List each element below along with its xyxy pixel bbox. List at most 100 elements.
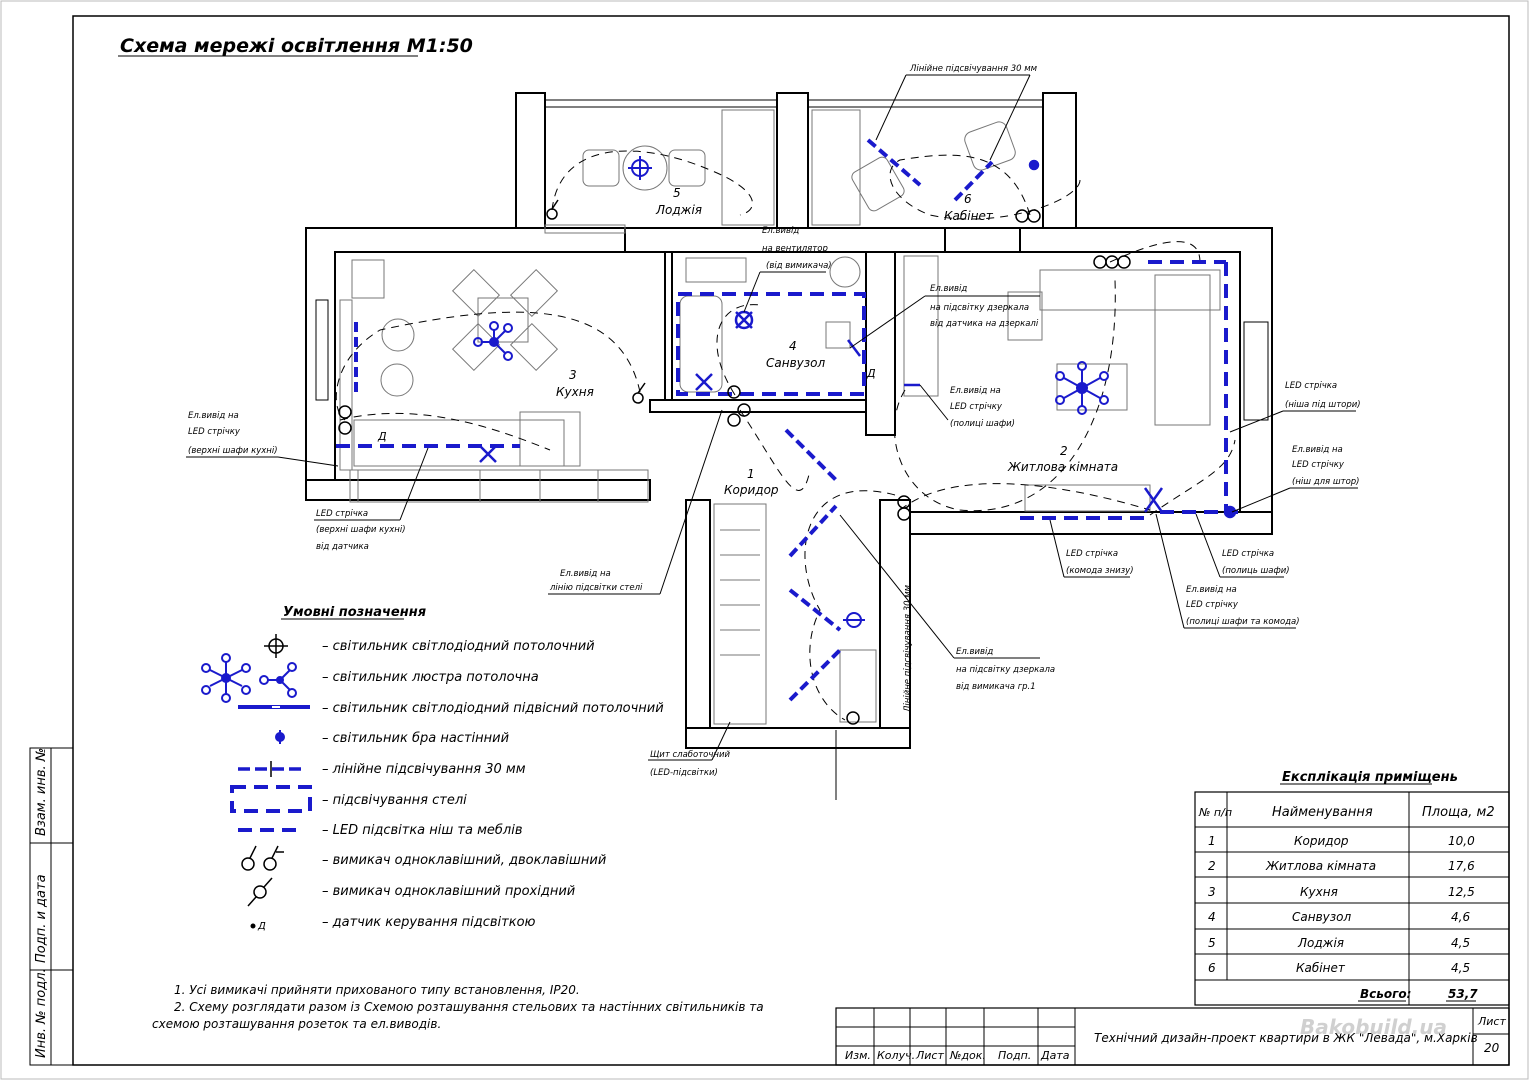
callout-panel-2: (LED-підсвітки)	[650, 768, 718, 778]
passthrough-switch-icon	[247, 877, 273, 907]
stamp-col-5: Подп.	[998, 1049, 1031, 1062]
row-1-area: 10,0	[1448, 834, 1475, 848]
wall-study-right	[1042, 92, 1077, 229]
stamp-col-6: Дата	[1040, 1049, 1070, 1062]
room-2-num: 2	[1060, 444, 1068, 458]
row-5-area: 4,5	[1451, 936, 1470, 950]
room-4-num: 4	[789, 339, 797, 353]
row-6-area: 4,5	[1451, 961, 1470, 975]
wall-corridor-bottom	[685, 727, 911, 749]
row-5-name: Лоджія	[1297, 936, 1344, 950]
room-6-name: Кабінет	[944, 209, 994, 223]
callout-mirror-switch-3: від вимикача гр.1	[956, 682, 1036, 692]
note-1: 1. Усі вимикачі прийняти прихованого тип…	[174, 983, 580, 997]
wall-bath-left	[664, 251, 673, 413]
total-value: 53,7	[1448, 987, 1478, 1001]
stamp-col-2: Колуч.	[877, 1049, 915, 1062]
lighting-elements	[336, 138, 1238, 702]
callout-niche-out-2: LED стрічку	[1292, 460, 1345, 470]
callout-kitchen-out-3: (верхні шафи кухні)	[188, 446, 278, 456]
room-4-name: Санвузол	[766, 356, 825, 370]
callout-shelf-dresser-3: (полиці шафи та комода)	[1186, 617, 1300, 627]
row-2-num: 2	[1208, 859, 1216, 873]
stamp-col-4: №док.	[949, 1049, 986, 1062]
legend-text-2: – світильник люстра потолочна	[322, 670, 539, 685]
callout-mirror-sensor-2: на підсвітку дзеркала	[930, 303, 1029, 313]
sensor-icon: Д	[250, 921, 266, 932]
legend-title: Умовні позначення	[283, 605, 426, 620]
callout-led-shelf-3: (полиці шафи)	[950, 419, 1015, 429]
th-area: Площа, м2	[1422, 805, 1495, 820]
row-6-name: Кабінет	[1296, 961, 1346, 975]
row-4-area: 4,6	[1451, 910, 1470, 924]
chandelier-living	[1055, 361, 1109, 415]
wall-bath-bottom	[649, 399, 867, 413]
room-labels: 1 Коридор 2 Житлова кімната 3 Кухня 4 Са…	[556, 186, 1118, 497]
callout-kitchen-led-3: від датчика	[316, 542, 369, 552]
room-2-name: Житлова кімната	[1007, 460, 1118, 474]
th-name: Найменування	[1272, 805, 1373, 820]
callout-shelf-dresser-2: LED стрічку	[1186, 600, 1239, 610]
callout-mirror-switch-1: Ел.вивід	[956, 647, 993, 657]
callout-vent-2: на вентилятор	[762, 244, 828, 254]
ceiling-led-corridor	[843, 612, 865, 628]
legend-text-4: – світильник бра настінний	[322, 731, 509, 746]
callout-kitchen-led-2: (верхні шафи кухні)	[316, 525, 406, 535]
row-1-num: 1	[1208, 834, 1216, 848]
side-stamp: Взам. инв. № Подп. и дата Инв. № подл.	[29, 747, 74, 1066]
switches	[338, 199, 1131, 725]
linear-light-icon	[238, 761, 304, 777]
legend-text-10: – датчик керування підсвіткою	[322, 915, 536, 930]
total-label: Всього:	[1360, 987, 1411, 1001]
room-6-num: 6	[964, 192, 972, 206]
wall-loggia-right	[776, 92, 809, 233]
legend-text-7: – LED підсвітка ніш та меблів	[322, 823, 523, 838]
legend: Умовні позначення	[201, 605, 664, 932]
callout-niche-curtain-2: (ніша під штори)	[1285, 400, 1361, 410]
side-label-replace-inv: Взам. инв. №	[34, 748, 49, 836]
callout-linear-top: Лінійне підсвічування 30 мм	[909, 64, 1038, 74]
switch-icon	[241, 845, 284, 871]
note-3: схемою розташування розеток та ел.виводі…	[152, 1017, 441, 1031]
legend-text-8: – вимикач одноклавішний, двоклавішний	[322, 853, 606, 868]
stamp-sheet-label: Лист	[1477, 1015, 1506, 1028]
wall-bath-right	[865, 251, 896, 436]
row-4-name: Санвузол	[1292, 910, 1351, 924]
row-1-name: Коридор	[1294, 834, 1349, 848]
legend-text-3: – світильник світлодіодний підвісний пот…	[322, 701, 664, 716]
wall-loggia-left	[515, 92, 546, 229]
th-num: № п/п	[1198, 806, 1232, 819]
chandelier-icon	[201, 653, 297, 703]
callout-dresser-2: (комода знизу)	[1066, 566, 1134, 576]
stamp-col-3: Лист	[915, 1049, 944, 1062]
callout-shelf-led-2: (полиць шафи)	[1222, 566, 1290, 576]
explication-table: Експлікація приміщень № п/п Найменування…	[1194, 770, 1510, 1006]
callout-linear-vert: Лінійне підсвічування 30 мм	[903, 584, 913, 713]
callout-mirror-sensor-3: від датчика на дзеркалі	[930, 319, 1039, 329]
notes: 1. Усі вимикачі прийняти прихованого тип…	[152, 983, 764, 1031]
explication-title: Експлікація приміщень	[1282, 770, 1458, 785]
side-label-sign-date: Подп. и дата	[34, 874, 49, 963]
callout-ceiling-line-2: лінію підсвітки стелі	[549, 583, 643, 593]
callout-kitchen-out-1: Ел.вивід на	[188, 411, 239, 421]
legend-text-1: – світильник світлодіодний потолочний	[322, 639, 595, 654]
row-6-num: 6	[1208, 961, 1216, 975]
sensor-icon-letter: Д	[257, 921, 266, 932]
legend-text-6: – підсвічування стелі	[322, 793, 467, 808]
callout-shelf-led-1: LED стрічка	[1222, 549, 1274, 559]
callout-led-shelf-2: LED стрічку	[950, 402, 1003, 412]
stamp-project: Технічний дизайн-проект квартири в ЖК "Л…	[1094, 1031, 1478, 1045]
watermark: Bakobuild.ua	[1300, 1015, 1447, 1039]
callout-mirror-switch-2: на підсвітку дзеркала	[956, 665, 1055, 675]
wall-kitchen-bottom	[305, 479, 651, 501]
legend-text-5: – лінійне підсвічування 30 мм	[322, 762, 526, 777]
callout-vent-1: Ел.вивід	[762, 226, 799, 236]
room-1-num: 1	[747, 467, 755, 481]
room-5-name: Лоджія	[655, 203, 702, 217]
bath-ceiling-lighting	[676, 292, 866, 396]
note-2: 2. Схему розглядати разом із Схемою розт…	[174, 1000, 764, 1014]
room-1-name: Коридор	[724, 483, 779, 497]
wall-sconce-icon	[275, 730, 285, 744]
